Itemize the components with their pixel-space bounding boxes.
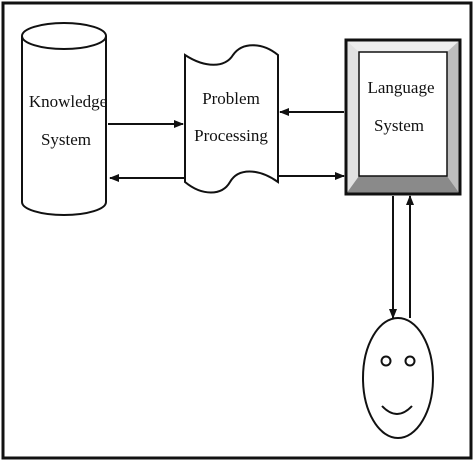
smiley-face-icon: [362, 317, 434, 439]
bevel-outline: [344, 38, 462, 196]
language-label-line1: Language: [367, 78, 434, 97]
left-eye: [380, 355, 392, 367]
bevel-right: [447, 40, 460, 194]
cylinder-top: [21, 22, 107, 50]
bevel-inner: [358, 51, 448, 177]
user-node: [362, 317, 434, 439]
bevel-bottom: [346, 176, 460, 194]
language-label-line2: System: [374, 116, 424, 135]
problem-label-line1: Problem: [202, 89, 260, 108]
smile-mouth: [381, 405, 413, 415]
knowledge-label-line1: Knowledge: [29, 92, 107, 111]
language-system-node: Language System: [344, 38, 462, 196]
knowledge-label-line2: System: [41, 130, 91, 149]
knowledge-system-node: Knowledge System: [21, 22, 107, 216]
right-eye: [404, 355, 416, 367]
document-shape: [184, 44, 279, 194]
cylinder-body: [21, 36, 107, 216]
bevel-top: [346, 40, 460, 52]
bevel-left: [346, 40, 359, 194]
problem-label-line2: Processing: [194, 126, 268, 145]
problem-processing-node: Problem Processing: [184, 44, 279, 194]
